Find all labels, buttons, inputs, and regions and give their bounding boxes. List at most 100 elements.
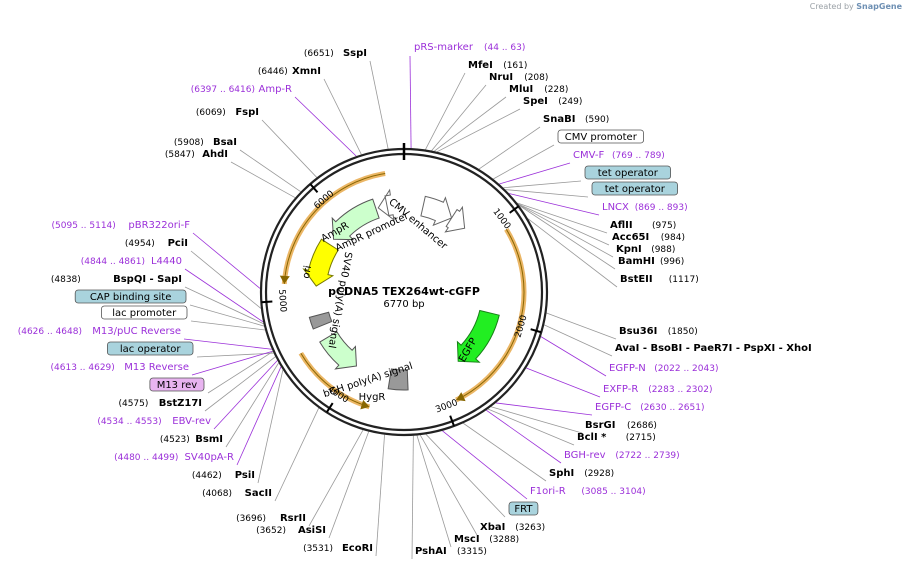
label-position: (2686) [627, 421, 657, 431]
leader-line [204, 356, 276, 412]
label-position: (4613 .. 4629) [51, 363, 115, 373]
label-position: (161) [503, 61, 527, 71]
label-position: (869 .. 893) [635, 203, 688, 213]
feature-bgh-poly-a-signal-3 [387, 368, 409, 391]
leader-line [328, 431, 370, 539]
label-aflii-11: AflII(975) [610, 220, 676, 231]
label-bsu36i-16: Bsu36I(1850) [619, 326, 698, 337]
leader-line [517, 203, 610, 246]
leader-line [196, 352, 274, 358]
label-position: (5095 .. 5114) [52, 221, 116, 231]
label-m13-rev-15: M13 rev [149, 377, 205, 392]
leader-line [546, 312, 617, 340]
label-lncx-10: LNCX(869 .. 893) [602, 202, 688, 213]
primer-arrowhead [360, 399, 370, 410]
leader-line [190, 250, 262, 309]
label-text: SnaBI [543, 114, 575, 125]
label-text: BstEII [620, 274, 653, 285]
label-position: (1850) [668, 327, 698, 337]
label-leader-lines [183, 55, 618, 560]
label-box [74, 289, 187, 304]
leader-line [518, 204, 616, 270]
label-box [508, 501, 539, 516]
label-position: (4523) [160, 435, 190, 445]
label-egfp-c-20: EGFP-C(2630 .. 2651) [595, 402, 704, 413]
label-text: EcoRI [342, 543, 373, 554]
feature-ampr-7 [331, 198, 380, 241]
label-egfp-n-18: EGFP-N(2022 .. 2043) [609, 363, 718, 374]
leader-line [323, 78, 362, 155]
label-text: BclI * [577, 432, 607, 443]
label-pshai-29: PshAI(3315) [415, 546, 487, 557]
label-bgh-rev-23: BGH-rev(2722 .. 2739) [564, 450, 680, 461]
label-text: NruI [489, 72, 513, 83]
leader-line [508, 193, 600, 216]
label-position: (5908) [174, 138, 204, 148]
label-text: lac operator [120, 344, 181, 355]
label-text: BstZ17I [159, 398, 202, 409]
leader-line [505, 189, 589, 198]
primer-arc-core [283, 172, 386, 284]
label-text: F1ori-R [530, 486, 566, 497]
leader-line [434, 96, 507, 152]
label-frt-26: FRT [508, 501, 539, 516]
label-pcii-7: PciI(4954) [125, 238, 188, 249]
plasmid-name: pCDNA5 TEX264wt-cGFP [328, 285, 480, 298]
leader-line [425, 434, 506, 518]
leader-line [274, 407, 320, 502]
label-position: (2715) [626, 433, 656, 443]
leader-line [526, 367, 601, 398]
label-ecori-24: EcoRI(3531) [303, 543, 373, 554]
label-position: (4575) [118, 399, 148, 409]
tick-label: 1000 [490, 207, 512, 232]
label-position: (4626 .. 4648) [18, 327, 82, 337]
label-position: (6446) [258, 67, 288, 77]
label-bsai-4: BsaI(5908) [174, 137, 237, 148]
label-text: CAP binding site [90, 292, 172, 303]
label-sphi-24: SphI(2928) [549, 468, 614, 479]
label-nrui-2: NruI(208) [489, 72, 548, 83]
watermark-brand: SnapGene [856, 2, 902, 11]
label-position: (975) [652, 221, 676, 231]
label-text: BamHI [618, 256, 655, 267]
label-text: FspI [235, 107, 259, 118]
label-snabi-5: SnaBI(590) [543, 114, 609, 125]
label-rsrii-22: RsrII(3696) [236, 513, 306, 524]
leader-line [239, 149, 301, 193]
label-prs-marker-0: pRS-marker(44 .. 63) [414, 42, 525, 53]
label-avai-bsobi-paer7i-pspxi-xhoi-17: AvaI - BsoBI - PaeR7I - PspXI - XhoI(194… [615, 343, 812, 354]
label-text: L4440 [151, 256, 182, 267]
label-position: (4844 .. 4861) [81, 257, 145, 267]
leader-line [486, 409, 562, 464]
label-text: EBV-rev [172, 416, 211, 427]
label-psii-20: PsiI(4462) [192, 470, 255, 481]
feature-cmv-enhancer-0 [420, 195, 453, 227]
leader-line [463, 422, 547, 482]
label-position: (6397 .. 6416) [191, 85, 255, 95]
label-ahdi-5: AhdI(5847) [165, 149, 228, 160]
label-text: lac promoter [112, 308, 177, 319]
leader-line [411, 435, 414, 560]
label-text: PshAI [415, 546, 447, 557]
label-text: EXFP-R [603, 384, 638, 395]
tick-label: 5000 [276, 289, 288, 313]
label-fspi-3: FspI(6069) [196, 107, 259, 118]
label-msci-28: MscI(3288) [454, 534, 519, 545]
label-box [591, 181, 678, 196]
label-text: SphI [549, 468, 574, 479]
label-lac-promoter-11: lac promoter [101, 305, 188, 320]
tick-label: 3000 [434, 398, 459, 415]
label-cmv-f-7: CMV-F(769 .. 789) [573, 150, 665, 161]
label-text: CMV-F [573, 150, 604, 161]
label-position: (4838) [51, 275, 81, 285]
label-ebv-rev-17: EBV-rev(4534 .. 4553) [97, 416, 211, 427]
label-text: CMV promoter [565, 132, 638, 143]
leader-line [189, 304, 265, 327]
label-acc65i-12: Acc65I(984) [612, 232, 685, 243]
label-box [557, 129, 644, 144]
leader-line [431, 84, 487, 151]
label-text: MscI [454, 534, 480, 545]
label-text: M13/pUC Reverse [92, 326, 181, 337]
primer-arrows [279, 171, 527, 410]
feature-hygr-4 [319, 331, 357, 370]
